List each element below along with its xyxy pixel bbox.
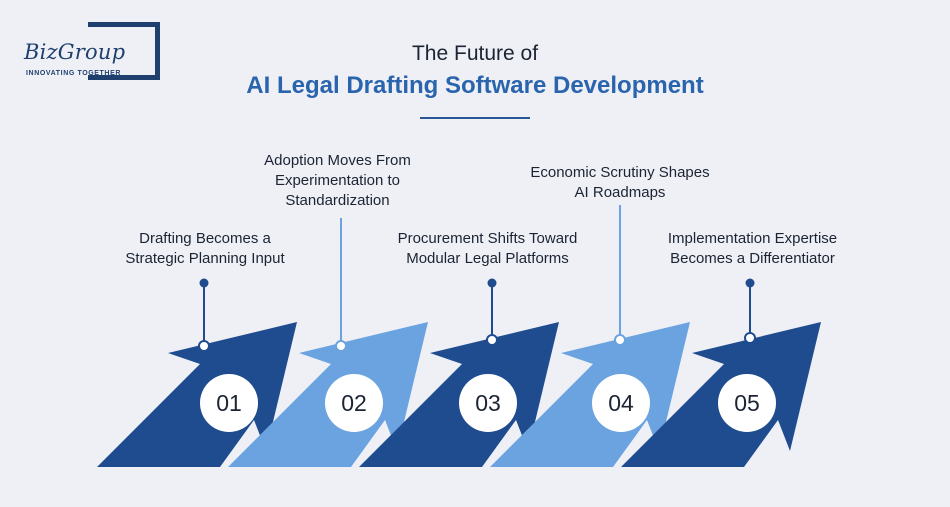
title-line-1: The Future of — [411, 42, 539, 65]
step-4-number: 04 — [608, 390, 634, 416]
step-1-label: Drafting Becomes a Strategic Planning In… — [125, 230, 285, 267]
step-2-connector — [335, 218, 347, 352]
step-3-badge — [459, 374, 517, 432]
step-5-number: 05 — [734, 390, 760, 416]
title-line-2: AI Legal Drafting Software Development — [246, 72, 704, 99]
step-1-badge — [200, 374, 258, 432]
step-4-label: Economic Scrutiny Shapes AI Roadmaps — [530, 164, 710, 201]
title-underline — [420, 117, 530, 119]
step-1-number: 01 — [216, 390, 242, 416]
step-1-connector — [198, 278, 210, 352]
step-2-label: Adoption Moves From Experimentation to S… — [264, 152, 411, 209]
step-2-badge — [325, 374, 383, 432]
step-5-badge — [718, 374, 776, 432]
step-3-connector — [486, 278, 498, 346]
step-3-arrow — [359, 322, 559, 467]
step-3-label: Procurement Shifts Toward Modular Legal … — [397, 230, 578, 267]
step-4-connector — [614, 205, 626, 346]
logo-frame — [88, 22, 160, 80]
step-5-connector — [744, 278, 756, 344]
step-1-arrow — [97, 322, 297, 467]
step-3-number: 03 — [475, 390, 501, 416]
step-4-arrow — [490, 322, 690, 467]
step-4-badge — [592, 374, 650, 432]
step-5-label: Implementation Expertise Becomes a Diffe… — [667, 230, 838, 267]
logo-wordmark: BizGroup — [24, 40, 126, 64]
bizgroup-logo: BizGroup INNOVATING TOGETHER — [24, 22, 164, 84]
logo-tagline: INNOVATING TOGETHER — [26, 70, 122, 77]
step-2-number: 02 — [341, 390, 367, 416]
